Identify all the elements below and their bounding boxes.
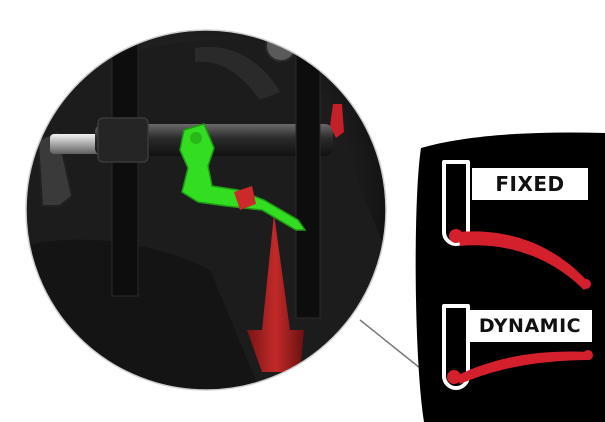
right-post bbox=[296, 46, 320, 318]
clamp-block bbox=[98, 118, 148, 162]
left-post bbox=[112, 40, 138, 296]
dynamic-mode-label: DYNAMIC bbox=[468, 310, 592, 342]
connector-line bbox=[360, 320, 420, 368]
fixed-mode-label: FIXED bbox=[472, 168, 588, 200]
magnified-view bbox=[10, 30, 405, 400]
